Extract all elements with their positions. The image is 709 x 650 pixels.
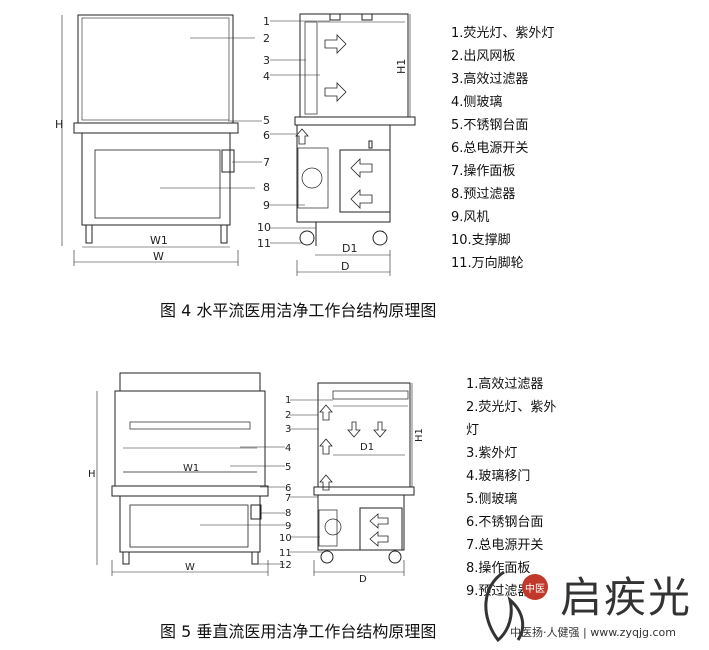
fig5-callout-6: 6 [285,483,291,494]
fig5-fan [324,518,342,536]
fig5-caster-right [388,550,402,564]
fig5-dim-W: W [185,562,195,573]
fig5-legend-item: 5.侧玻璃 [466,492,518,507]
fig5-hepa-top [119,372,261,392]
fig5-callout-1: 1 [285,395,291,406]
fig5-dim-H: H [88,469,96,480]
fig5-dim-D: D [359,574,367,585]
fig4-front-cabinet-top [77,14,234,124]
fig4-caster-right [372,230,388,246]
fig4-side-upper [299,13,409,118]
fig5-legend-item: 2.荧光灯、紫外 [466,400,557,415]
fig4-caption: 图 4 水平流医用洁净工作台结构原理图 [160,301,437,320]
fig4-legend-item: 7.操作面板 [451,164,516,179]
fig4-hepa [304,21,318,115]
fig4-legend-item: 11.万向脚轮 [451,256,524,271]
fig4-legend-item: 3.高效过滤器 [451,72,529,87]
watermark-name: 启疾光 [560,573,693,622]
fig4-legend-item: 1.荧光灯、紫外灯 [451,26,555,41]
fig4-callout-2: 2 [263,32,270,45]
fig4-callout-9: 9 [263,199,270,212]
fig4-callout-6: 6 [263,129,270,142]
fig5-front-base [119,495,261,553]
fig4-dim-W: W [153,250,164,263]
fig5-dim-H1: H1 [414,428,425,442]
fig5-operation-panel [250,504,262,520]
fig5-legend-item: 6.不锈钢台面 [466,515,544,530]
fig4-dim-H1: H1 [395,59,408,74]
fig5-side-lower [317,494,405,551]
fig4-dim-H: H [55,118,63,131]
fig5-blower-box [359,507,403,551]
fig4-legend-item: 8.预过滤器 [451,187,516,202]
watermark: 中医 启疾光 中医扬·人健强 | www.zyqjg.com [470,560,705,648]
fig4-operation-panel [221,149,235,173]
fig4-dim-D1: D1 [342,242,357,255]
fig5-dim-D1: D1 [360,442,374,453]
fig4-callout-8: 8 [263,181,270,194]
fig5-callout-3: 3 [285,424,291,435]
fig5-callout-12: 12 [279,560,292,571]
fig4-caster-left [299,230,315,246]
fig4-side-table [294,116,416,126]
watermark-badge: 中医 [522,574,548,600]
fig4-dim-W1: W1 [150,234,168,247]
fig4-callout-3: 3 [263,54,270,67]
fig4-callout-4: 4 [263,70,270,83]
figure5-drawing: H W1 W H1 D1 D 1 2 3 4 5 6 7 8 9 10 11 1… [88,372,425,585]
fig4-fan [301,167,323,189]
fig5-front-table [111,485,269,497]
fig5-callout-5: 5 [285,462,291,473]
fig5-legend-item: 8.操作面板 [466,561,531,576]
fig4-callout-10: 10 [257,221,271,234]
fig4-prefilter-panel [94,149,221,219]
fig4-front-table [73,122,239,134]
fig4-side-lower [296,124,391,223]
watermark-logo-icon [484,570,525,643]
fig5-legend-item: 4.玻璃移门 [466,469,531,484]
fig5-callout-2: 2 [285,410,291,421]
fig5-lamp-strip [129,421,251,430]
watermark-sub: 中医扬·人健强 | www.zyqjg.com [510,626,676,639]
fig4-legend-item: 2.出风网板 [451,49,516,64]
fig5-callout-7: 7 [285,493,291,504]
fig5-dim-W1: W1 [183,463,199,474]
fig4-callout-11: 11 [257,237,271,250]
fig4-front-base [81,132,231,226]
fig5-legend: 1.高效过滤器 2.荧光灯、紫外 灯 3.紫外灯 4.玻璃移门 5.侧玻璃 6.… [466,373,556,603]
fig5-legend-item: 1.高效过滤器 [466,377,544,392]
fig5-callout-4: 4 [285,443,291,454]
fig4-legend-item: 4.侧玻璃 [451,95,503,110]
fig5-legend-item: 灯 [466,423,480,438]
fig4-legend-item: 5.不锈钢台面 [451,118,529,133]
fig4-callout-1: 1 [263,15,270,28]
fig5-prefilter-panel [129,504,249,548]
figure4-drawing: H W1 W H1 D1 D 1 2 3 4 5 6 7 8 9 10 11 [55,13,416,276]
fig5-caster-left [320,550,334,564]
fig4-legend-item: 10.支撑脚 [451,233,511,248]
fig4-callout-7: 7 [263,156,270,169]
fig5-callout-10: 10 [279,533,292,544]
fig4-blower-box [339,149,391,213]
fig5-callout-8: 8 [285,508,291,519]
fig5-legend-item: 7.总电源开关 [466,538,544,553]
fig5-legend-item: 3.紫外灯 [466,446,518,461]
fig5-caption: 图 5 垂直流医用洁净工作台结构原理图 [160,622,437,641]
fig5-callout-9: 9 [285,521,291,532]
fig4-dim-D: D [341,260,349,273]
fig4-callout-5: 5 [263,114,270,127]
fig4-legend-item: 9.风机 [451,210,490,225]
fig5-callout-11: 11 [279,548,292,559]
fig5-legend-item: 9.预过滤器 [466,584,531,599]
fig5-side-upper [317,382,411,488]
fig4-legend-item: 6.总电源开关 [451,141,529,156]
fig4-legend: 1.荧光灯、紫外灯 2.出风网板 3.高效过滤器 4.侧玻璃 5.不锈钢台面 6… [451,22,554,275]
